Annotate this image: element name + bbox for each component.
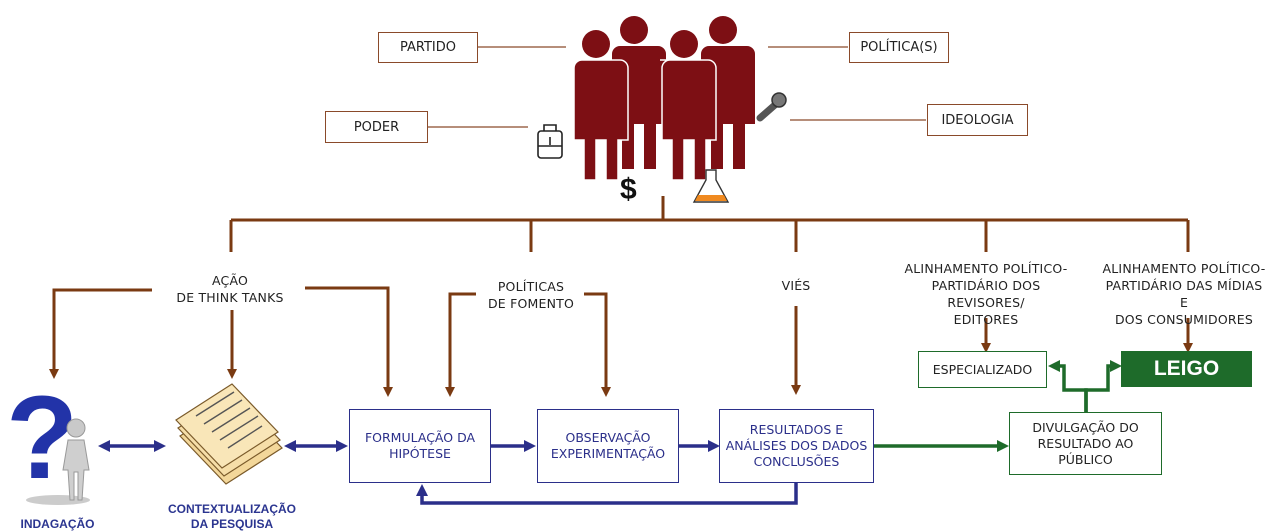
formulacao-box: FORMULAÇÃO DA HIPÓTESE — [349, 409, 491, 483]
influence-arrows — [49, 286, 1193, 397]
divulgacao-box: DIVULGAÇÃO DO RESULTADO AO PÚBLICO — [1009, 412, 1162, 475]
resultados-box: RESULTADOS E ANÁLISES DOS DADOS CONCLUSÕ… — [719, 409, 874, 483]
microphone-icon — [756, 92, 787, 122]
question-mark-icon: ? — [6, 372, 90, 505]
contextualizacao-caption: CONTEXTUALIZAÇÃO DA PESQUISA — [168, 502, 296, 531]
politicas-box: POLÍTICA(S) — [849, 32, 949, 63]
poder-label: PODER — [353, 119, 400, 135]
dissemination-arrows — [874, 360, 1122, 452]
think-tanks-label: AÇÃO DE THINK TANKS — [176, 273, 284, 305]
especializado-box: ESPECIALIZADO — [918, 351, 1047, 388]
briefcase-icon — [537, 124, 563, 159]
midias-label: ALINHAMENTO POLÍTICO- PARTIDÁRIO DAS MÍD… — [1102, 261, 1265, 327]
ideologia-box: IDEOLOGIA — [927, 104, 1028, 136]
ideologia-label: IDEOLOGIA — [941, 112, 1014, 128]
influence-tree — [229, 196, 1190, 252]
people-group-icon — [572, 16, 755, 181]
politicas-label: POLÍTICA(S) — [860, 40, 938, 55]
leigo-box: LEIGO — [1121, 351, 1252, 387]
dollar-icon: $ — [620, 173, 637, 206]
vies-label: VIÉS — [781, 278, 811, 293]
partido-box: PARTIDO — [378, 32, 478, 63]
label-connectors — [428, 46, 926, 128]
process-arrows — [98, 440, 798, 505]
partido-label: PARTIDO — [399, 40, 456, 55]
poder-box: PODER — [325, 111, 428, 143]
papers-icon — [175, 383, 283, 485]
fomento-label: POLÍTICAS DE FOMENTO — [487, 279, 575, 311]
flask-icon — [692, 169, 730, 203]
observacao-box: OBSERVAÇÃO EXPERIMENTAÇÃO — [537, 409, 679, 483]
svg-text:?: ? — [6, 372, 78, 504]
indagacao-caption: INDAGAÇÃO — [20, 517, 95, 531]
revisores-label: ALINHAMENTO POLÍTICO- PARTIDÁRIO DOS REV… — [904, 261, 1068, 327]
